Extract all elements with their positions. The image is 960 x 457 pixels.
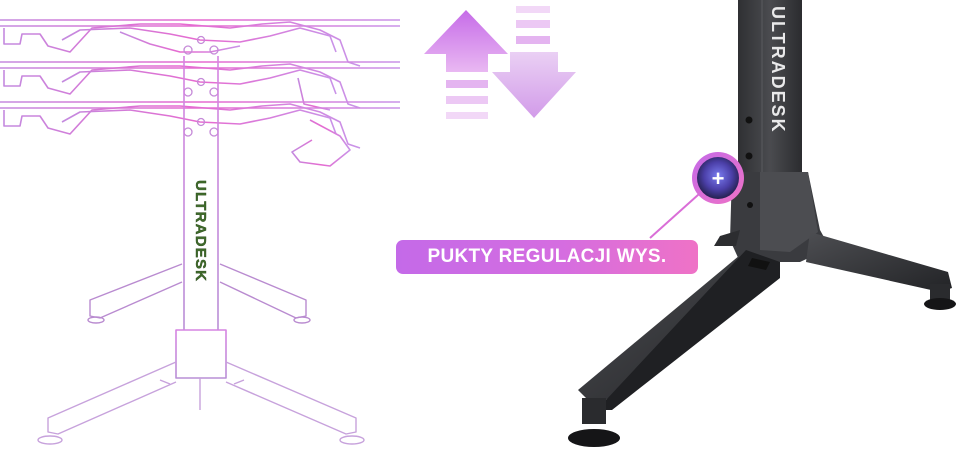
desktop-outline-top bbox=[0, 19, 400, 67]
upper-feet-outline bbox=[87, 263, 311, 324]
leg-logo-text: ULTRADESK bbox=[768, 6, 788, 134]
desk-leg-render: ULTRADESK bbox=[568, 0, 956, 447]
column-logo-text: ULTRADESK bbox=[192, 180, 209, 282]
up-down-arrows-icon bbox=[424, 6, 576, 119]
desktop-outline-bottom bbox=[0, 101, 400, 167]
marker-plus-symbol: + bbox=[712, 166, 725, 191]
plus-marker-icon[interactable]: + bbox=[649, 152, 744, 239]
lower-feet-outline bbox=[37, 361, 365, 445]
desk-line-drawing bbox=[0, 19, 400, 445]
callout-label: PUKTY REGULACJI WYS. bbox=[427, 246, 667, 267]
height-adjust-callout: PUKTY REGULACJI WYS. bbox=[396, 240, 698, 274]
